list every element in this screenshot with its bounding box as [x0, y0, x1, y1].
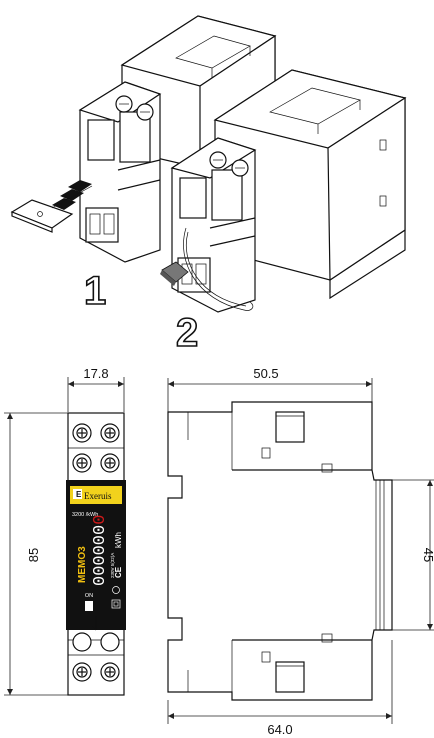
side-rail-height-label: 45 — [421, 548, 434, 562]
double-insulation-icon — [111, 599, 121, 609]
rating-label: 230V 5(32)A — [110, 553, 115, 578]
seal-wire-and-lead — [160, 227, 254, 311]
on-button — [85, 601, 93, 611]
step-label-2: 2 — [176, 311, 198, 355]
side-top-width-label: 50.5 — [253, 366, 278, 381]
side-rail-height-dimension — [392, 479, 434, 631]
brand-name: Exeruis — [84, 491, 112, 501]
top-terminal-screws — [72, 423, 120, 473]
energy-counter: 0000000 — [91, 515, 110, 586]
front-width-label: 17.8 — [83, 366, 108, 381]
impulse-rate: 3200 /kWh — [72, 512, 98, 518]
sealing-cover-and-label — [10, 180, 93, 233]
unit-label: kWh — [114, 532, 123, 548]
meter-illustration-front — [170, 69, 407, 313]
ce-mark-icon: CE — [114, 566, 123, 578]
svg-text:E: E — [76, 490, 82, 499]
side-depth-dimension — [167, 640, 393, 724]
front-height-dimension — [4, 412, 68, 696]
meter-front-view: E Exeruis 3200 /kWh MEMO3 0000000 230V 5… — [66, 412, 126, 696]
front-width-dimension — [67, 377, 125, 412]
model-name: MEMO3 — [77, 546, 88, 583]
on-label: ON — [85, 593, 93, 599]
step-label-1: 1 — [84, 269, 106, 313]
meter-side-view — [167, 401, 393, 701]
bottom-terminal-screws — [68, 632, 124, 682]
front-height-label: 85 — [26, 548, 41, 562]
side-depth-label: 64.0 — [267, 722, 292, 737]
led-indicator-icon — [112, 586, 120, 594]
meter-display-panel — [66, 480, 126, 630]
brand-badge — [70, 486, 122, 504]
